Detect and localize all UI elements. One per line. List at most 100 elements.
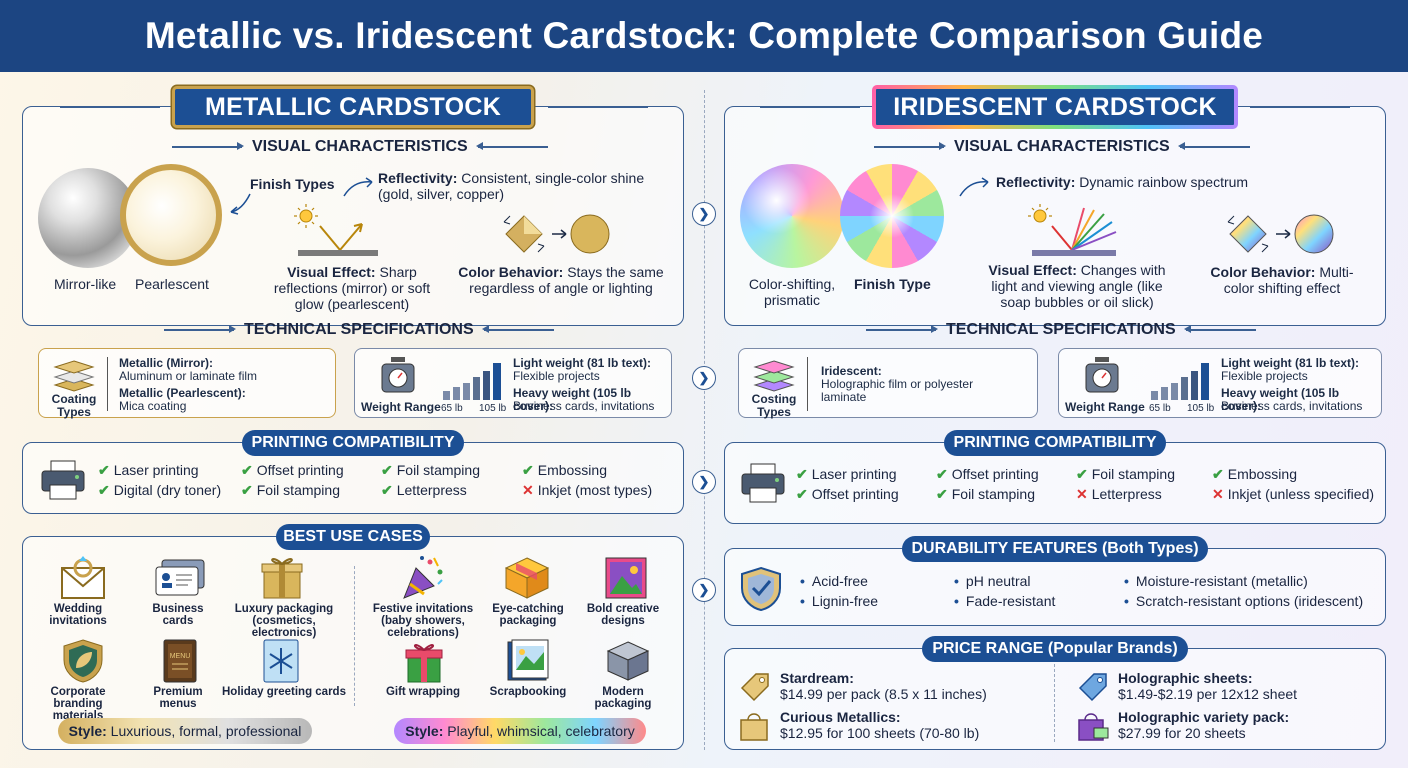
curved-arrow-icon [230, 193, 251, 215]
nav-next-button[interactable]: ❯ [692, 202, 716, 226]
use-case-label: Festive invitations (baby showers, celeb… [372, 603, 474, 639]
price-brand: Curious Metallics: [780, 709, 901, 725]
print-mark-icon: ✔ [796, 466, 808, 482]
curved-arrow-icon [343, 177, 373, 197]
use-case-label: Bold creative designs [586, 603, 660, 627]
color-shift-icon [1227, 214, 1334, 254]
creative-image-icon [605, 557, 647, 599]
print-item-label: Inkjet (unless specified) [1227, 486, 1375, 502]
print-item-label: Offset printing [951, 466, 1039, 482]
price-heading: PRICE RANGE (Popular Brands) [922, 636, 1188, 662]
iridescent-visual-effect: Visual Effect: Changes with light and vi… [988, 262, 1166, 310]
party-popper-icon [403, 556, 443, 599]
weight-high-label: 105 lb [1187, 403, 1215, 414]
nav-next-button[interactable]: ❯ [692, 470, 716, 494]
nav-next-button[interactable]: ❯ [692, 366, 716, 390]
arrow-left-icon [1177, 143, 1250, 150]
connector-line [1250, 106, 1350, 108]
use-case-label: Holiday greeting cards [222, 686, 346, 698]
durability-item: Scratch-resistant options (iridescent) [1124, 593, 1363, 609]
print-item-label: Embossing [1227, 466, 1297, 482]
print-mark-icon: ✕ [522, 482, 534, 498]
print-item: ✔Offset printing [936, 466, 1039, 483]
shield-leaf-icon [63, 639, 103, 683]
print-item-label: Laser printing [113, 462, 199, 478]
metallic-visual-effect: Visual Effect: Sharp reflections (mirror… [273, 264, 431, 312]
print-item-label: Letterpress [1091, 486, 1162, 502]
nav-next-button[interactable]: ❯ [692, 578, 716, 602]
print-item-label: Offset printing [256, 462, 344, 478]
page-title: Metallic vs. Iridescent Cardstock: Compl… [144, 15, 1264, 56]
coating-types-label: Costing Types [751, 392, 797, 419]
print-item-label: Inkjet (most types) [537, 482, 653, 498]
print-item: ✔Foil stamping [936, 486, 1035, 503]
price-value: $27.99 for 20 sheets [1118, 725, 1246, 741]
arrow-left-icon [1183, 326, 1256, 333]
print-item: ✔Digital (dry toner) [98, 482, 221, 499]
print-item-label: Digital (dry toner) [113, 482, 222, 498]
connector-line [760, 106, 860, 108]
print-item-label: Foil stamping [1091, 466, 1175, 482]
print-item-label: Foil stamping [951, 486, 1035, 502]
prismatic-disc-icon [740, 164, 844, 268]
print-item: ✔Letterpress [381, 482, 467, 499]
layers-icon [753, 360, 795, 392]
menu-book-text: MENU [170, 653, 191, 660]
print-item: ✔Offset printing [241, 462, 344, 479]
coating-types-label: Coating Types [51, 392, 97, 419]
print-item-label: Foil stamping [396, 462, 480, 478]
weight-low-label: 65 lb [441, 403, 463, 414]
print-mark-icon: ✔ [522, 462, 534, 478]
price-value: $14.99 per pack (8.5 x 11 inches) [780, 686, 987, 702]
weight-high-label: 105 lb [479, 403, 507, 414]
price-tag-icon [1078, 673, 1107, 702]
weight-range-label: Weight Range [1065, 400, 1145, 414]
center-divider [704, 90, 705, 750]
print-mark-icon: ✔ [936, 486, 948, 502]
print-item: ✔Embossing [1212, 466, 1297, 483]
connector-line [60, 106, 160, 108]
use-case-label: Business cards [152, 603, 204, 627]
price-brand: Holographic variety pack: [1118, 709, 1290, 725]
use-case-label: Scrapbooking [489, 686, 567, 698]
snowflake-card-icon [263, 639, 299, 683]
modern-package-icon [606, 641, 650, 681]
metallic-visual-heading: VISUAL CHARACTERISTICS [172, 138, 548, 156]
arrow-left-icon [481, 326, 554, 333]
iridescent-title: IRIDESCENT CARDSTOCK [872, 85, 1238, 129]
print-mark-icon: ✔ [381, 482, 393, 498]
use-case-label: Gift wrapping [385, 686, 461, 698]
price-panel [724, 648, 1386, 750]
arrow-right-icon [172, 143, 244, 150]
print-item: ✔Foil stamping [381, 462, 480, 479]
scrapbook-icon [507, 639, 549, 681]
shopping-bag-icon [1078, 713, 1109, 741]
price-brand: Holographic sheets: [1118, 670, 1253, 686]
color-behavior-icon [503, 214, 610, 254]
business-card-icon [155, 559, 205, 596]
use-case-label: Wedding invitations [49, 603, 107, 627]
iridescent-coating-box: Costing Types Iridescent: Holographic fi… [738, 348, 1038, 419]
use-case-label: Modern packaging [594, 686, 652, 710]
print-item: ✕Letterpress [1076, 486, 1162, 503]
connector-line [548, 106, 648, 108]
gift-box-icon [261, 558, 303, 599]
durability-item: Fade-resistant [954, 593, 1055, 609]
swirl-disc-icon [840, 164, 944, 268]
light-weight-title: Light weight (81 lb text): [1221, 356, 1359, 370]
heavy-weight-text: Business cards, invitations [513, 399, 655, 413]
durability-heading: DURABILITY FEATURES (Both Types) [902, 536, 1208, 562]
finish-colorshift-label: Color-shifting, prismatic [748, 276, 836, 308]
scale-icon [1085, 357, 1119, 393]
light-weight-text: Flexible projects [513, 369, 600, 383]
metallic-uses-panel [22, 536, 684, 750]
metallic-reflectivity: Reflectivity: Consistent, single-color s… [378, 170, 645, 202]
iridescent-visual-heading: VISUAL CHARACTERISTICS [874, 138, 1250, 156]
price-divider [1054, 664, 1055, 742]
heavy-weight-title: Heavy weight (105 lb cover): [513, 386, 632, 413]
metallic-uses-heading: BEST USE CASES [276, 524, 430, 550]
print-item: ✕Inkjet (unless specified) [1212, 486, 1374, 503]
print-mark-icon: ✔ [381, 462, 393, 478]
weight-bars-icon [443, 363, 501, 400]
shopping-bag-icon [740, 713, 768, 741]
